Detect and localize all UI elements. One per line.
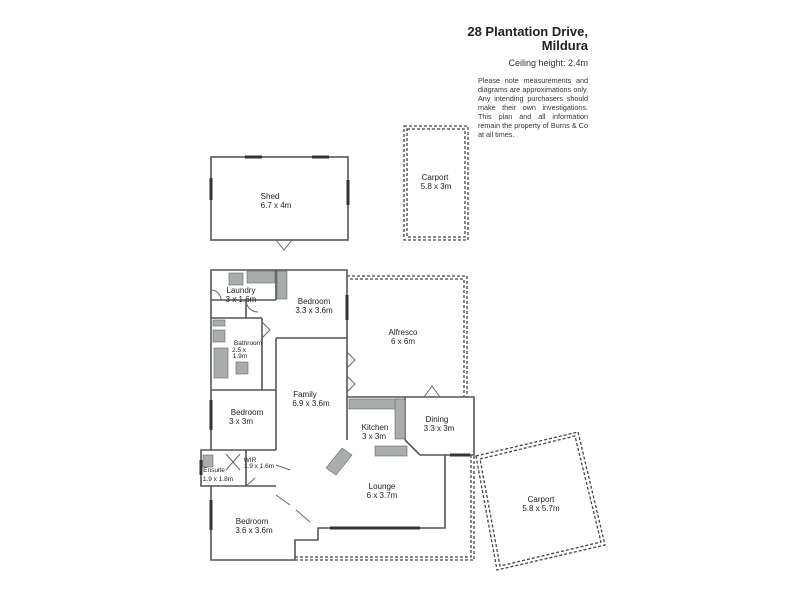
lounge-dims: 6 x 3.7m <box>367 491 398 500</box>
laundry-name: Laundry <box>227 286 256 295</box>
disclaimer: Please note measurements and diagrams ar… <box>478 76 588 139</box>
shed-name: Shed <box>261 192 280 201</box>
wir-name: WIR <box>244 457 257 464</box>
ensuite-dims: 1.9 x 1.8m <box>203 476 233 483</box>
ceiling-height: Ceiling height: 2.4m <box>508 58 588 68</box>
wir-dims: 1.9 x 1.6m <box>244 463 274 470</box>
lounge-name: Lounge <box>369 482 396 491</box>
carport-right-name: Carport <box>528 495 555 504</box>
alfresco-dims: 6 x 6m <box>391 337 415 346</box>
bedroom-1-dims: 3.3 x 3.6m <box>295 306 333 315</box>
carport-top: Carport 5.8 x 3m <box>403 125 469 241</box>
ensuite-name: Ensuite <box>203 467 225 474</box>
fixtures <box>202 270 408 476</box>
alfresco-name: Alfresco <box>389 328 418 337</box>
carport-right: Carport 5.8 x 5.7m <box>475 431 606 571</box>
house-walls <box>199 269 475 561</box>
shed-dims: 6.7 x 4m <box>261 201 292 210</box>
carport-right-dims: 5.8 x 5.7m <box>522 504 560 513</box>
bedroom-1-name: Bedroom <box>298 297 331 306</box>
bathroom-dims-b: 1.9m <box>233 353 247 360</box>
laundry-dims: 3 x 1.6m <box>226 295 257 304</box>
door-swings <box>210 289 441 523</box>
kitchen-dims: 3 x 3m <box>362 432 386 441</box>
bedroom-3-dims: 3.6 x 3.6m <box>235 526 273 535</box>
address-line-1: 28 Plantation Drive, <box>467 24 588 39</box>
carport-top-dims: 5.8 x 3m <box>421 182 452 191</box>
bedroom-2-dims: 3 x 3m <box>229 417 253 426</box>
family-dims: 6.9 x 3.6m <box>292 399 330 408</box>
kitchen-name: Kitchen <box>362 423 389 432</box>
bathroom-dims-a: 2.5 x <box>232 347 247 354</box>
dining-name: Dining <box>426 415 449 424</box>
dining-dims: 3.3 x 3m <box>424 424 455 433</box>
address-line-2: Mildura <box>541 38 588 53</box>
bathroom-name: Bathroom <box>234 340 262 347</box>
shed: Shed 6.7 x 4m <box>209 155 350 251</box>
bedroom-2-name: Bedroom <box>231 408 264 417</box>
carport-top-name: Carport <box>422 173 449 182</box>
family-name: Family <box>293 390 317 399</box>
alfresco: Alfresco 6 x 6m <box>347 275 468 397</box>
bedroom-3-name: Bedroom <box>236 517 269 526</box>
